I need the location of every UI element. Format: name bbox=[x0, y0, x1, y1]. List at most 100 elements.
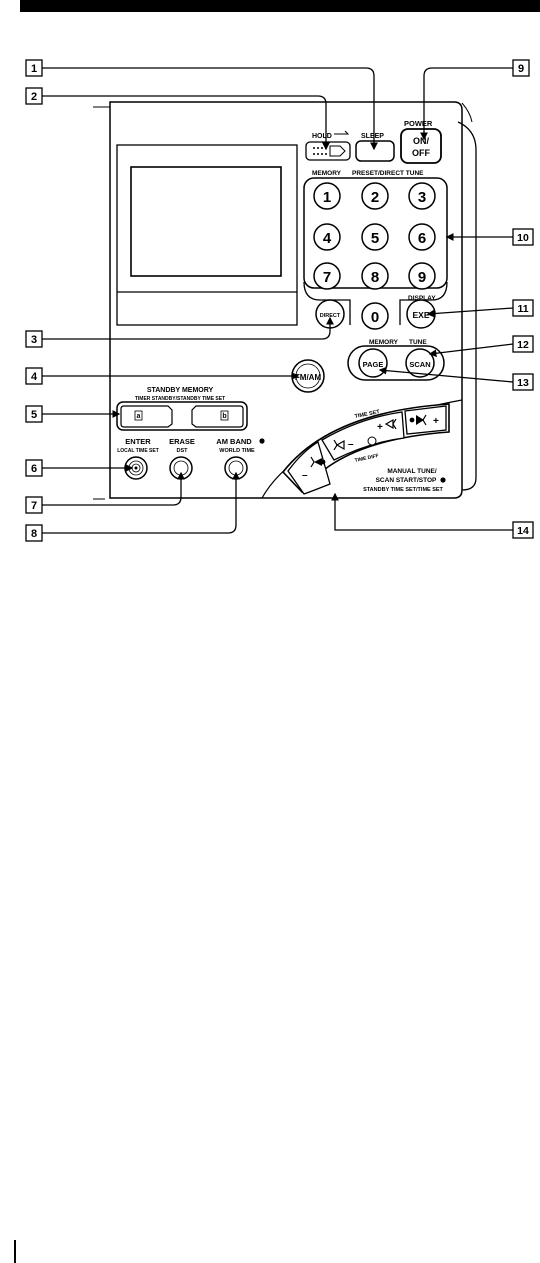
svg-text:6: 6 bbox=[31, 463, 37, 475]
am-band-button[interactable]: AM BAND WORLD TIME bbox=[216, 437, 265, 480]
svg-text:7: 7 bbox=[323, 269, 331, 286]
hold-label: HOLD bbox=[312, 133, 332, 140]
page-button[interactable]: PAGE bbox=[358, 348, 388, 378]
svg-text:2: 2 bbox=[371, 189, 379, 206]
svg-text:13: 13 bbox=[517, 377, 529, 389]
tune-step-button[interactable]: – + bbox=[321, 411, 405, 461]
svg-text:a: a bbox=[137, 413, 141, 420]
dst-label: DST bbox=[177, 448, 189, 454]
key-0[interactable]: 0 bbox=[361, 302, 389, 330]
power-label: POWER bbox=[404, 119, 433, 128]
key-1[interactable]: 1 bbox=[313, 182, 341, 210]
preset-direct-tune-label: PRESET/DIRECT TUNE bbox=[352, 170, 424, 177]
scan-button[interactable]: SCAN bbox=[405, 348, 435, 378]
fm-am-label: FM/AM bbox=[295, 373, 322, 382]
scan-label: SCAN bbox=[409, 360, 430, 369]
svg-text:0: 0 bbox=[371, 309, 379, 326]
key-7[interactable]: 7 bbox=[313, 262, 341, 290]
key-6[interactable]: 6 bbox=[408, 223, 436, 251]
manual-tune-control: TIME SET – – + + TIME DIFF MANUAL T bbox=[281, 403, 450, 495]
callout-8: 8 bbox=[25, 524, 43, 542]
sleep-button[interactable]: SLEEP bbox=[355, 133, 395, 162]
callout-1: 1 bbox=[25, 59, 43, 77]
svg-text:8: 8 bbox=[31, 528, 37, 540]
display-label: DISPLAY bbox=[408, 295, 436, 302]
memory-page-scan-group: MEMORY TUNE PAGE SCAN bbox=[347, 339, 445, 381]
svg-text:1: 1 bbox=[31, 63, 37, 75]
tune-up-button[interactable]: + bbox=[404, 405, 447, 435]
callout-10: 10 bbox=[512, 228, 534, 246]
erase-button[interactable]: ERASE DST bbox=[169, 437, 195, 480]
svg-text:3: 3 bbox=[31, 334, 37, 346]
callout-11: 11 bbox=[512, 299, 534, 317]
timer-standby-label: TIMER STANDBY/STANDBY TIME SET bbox=[135, 396, 225, 402]
callout-2: 2 bbox=[25, 87, 43, 105]
scan-start-stop-label: SCAN START/STOP bbox=[376, 477, 437, 484]
svg-text:7: 7 bbox=[31, 500, 37, 512]
power-button[interactable]: POWER ON/ OFF bbox=[400, 119, 442, 164]
am-band-label: AM BAND bbox=[216, 437, 252, 446]
svg-text:4: 4 bbox=[31, 371, 38, 383]
key-4[interactable]: 4 bbox=[313, 223, 341, 251]
callout-9: 9 bbox=[512, 59, 530, 77]
svg-text:14: 14 bbox=[517, 525, 529, 537]
plus-sign-2: + bbox=[433, 416, 439, 427]
callout-3: 3 bbox=[25, 330, 43, 348]
header-bar bbox=[20, 0, 540, 12]
svg-text:5: 5 bbox=[371, 230, 379, 247]
lcd-display bbox=[116, 144, 298, 326]
svg-text:9: 9 bbox=[518, 63, 524, 75]
standby-b-button[interactable]: b bbox=[191, 405, 244, 428]
svg-text:1: 1 bbox=[323, 189, 331, 206]
callout-4: 4 bbox=[25, 367, 43, 385]
key-9[interactable]: 9 bbox=[408, 262, 436, 290]
svg-text:11: 11 bbox=[517, 303, 528, 315]
svg-text:9: 9 bbox=[418, 269, 426, 286]
world-time-label: WORLD TIME bbox=[219, 448, 255, 454]
off-label: OFF bbox=[412, 148, 430, 158]
fm-am-button[interactable]: FM/AM bbox=[291, 359, 325, 393]
local-time-set-label: LOCAL TIME SET bbox=[117, 448, 159, 454]
standby-time-set-label: STANDBY TIME SET/TIME SET bbox=[363, 487, 443, 493]
enter-button[interactable]: ENTER LOCAL TIME SET bbox=[117, 437, 159, 480]
time-diff-label: TIME DIFF bbox=[354, 453, 379, 464]
enter-label: ENTER bbox=[125, 437, 151, 446]
svg-text:10: 10 bbox=[517, 232, 529, 244]
svg-text:2: 2 bbox=[31, 91, 37, 103]
key-2[interactable]: 2 bbox=[361, 182, 389, 210]
sleep-label: SLEEP bbox=[361, 133, 384, 140]
standby-memory-group: STANDBY MEMORY TIMER STANDBY/STANDBY TIM… bbox=[116, 387, 248, 431]
plus-sign-1: + bbox=[377, 422, 383, 433]
exe-label: EXE bbox=[412, 310, 429, 320]
svg-text:b: b bbox=[222, 413, 226, 420]
radio-front-panel-diagram: HOLD SLEEP POWER ON/ OFF MEMORY PRESET/D… bbox=[25, 59, 534, 542]
numeric-keypad: MEMORY PRESET/DIRECT TUNE 1 2 3 4 5 6 7 … bbox=[303, 170, 448, 330]
callout-7: 7 bbox=[25, 496, 43, 514]
memory-small-label: MEMORY bbox=[369, 339, 399, 346]
key-3[interactable]: 3 bbox=[408, 182, 436, 210]
page-label: PAGE bbox=[363, 360, 384, 369]
svg-text:6: 6 bbox=[418, 230, 426, 247]
key-8[interactable]: 8 bbox=[361, 262, 389, 290]
svg-text:5: 5 bbox=[31, 409, 37, 421]
svg-text:12: 12 bbox=[517, 339, 529, 351]
memory-header-label: MEMORY bbox=[312, 170, 342, 177]
minus-sign-1: – bbox=[302, 470, 308, 481]
time-set-label: TIME SET bbox=[354, 409, 381, 420]
standby-memory-label: STANDBY MEMORY bbox=[147, 387, 214, 394]
standby-a-button[interactable]: a bbox=[120, 405, 173, 428]
svg-text:4: 4 bbox=[323, 230, 332, 247]
tune-small-label: TUNE bbox=[409, 339, 427, 346]
key-5[interactable]: 5 bbox=[361, 223, 389, 251]
callout-boxes: 1 2 3 4 5 6 7 8 9 10 11 12 13 14 bbox=[25, 59, 534, 542]
on-label: ON/ bbox=[413, 136, 430, 146]
callout-5: 5 bbox=[25, 405, 43, 423]
exe-button[interactable]: DISPLAY EXE bbox=[406, 295, 436, 329]
minus-sign-2: – bbox=[348, 439, 354, 450]
hold-switch[interactable]: HOLD bbox=[305, 130, 351, 161]
callout-6: 6 bbox=[25, 459, 43, 477]
tune-down-button[interactable]: – bbox=[287, 440, 331, 495]
callout-12: 12 bbox=[512, 335, 534, 353]
manual-tune-label: MANUAL TUNE/ bbox=[387, 468, 437, 475]
callout-14: 14 bbox=[512, 521, 534, 539]
